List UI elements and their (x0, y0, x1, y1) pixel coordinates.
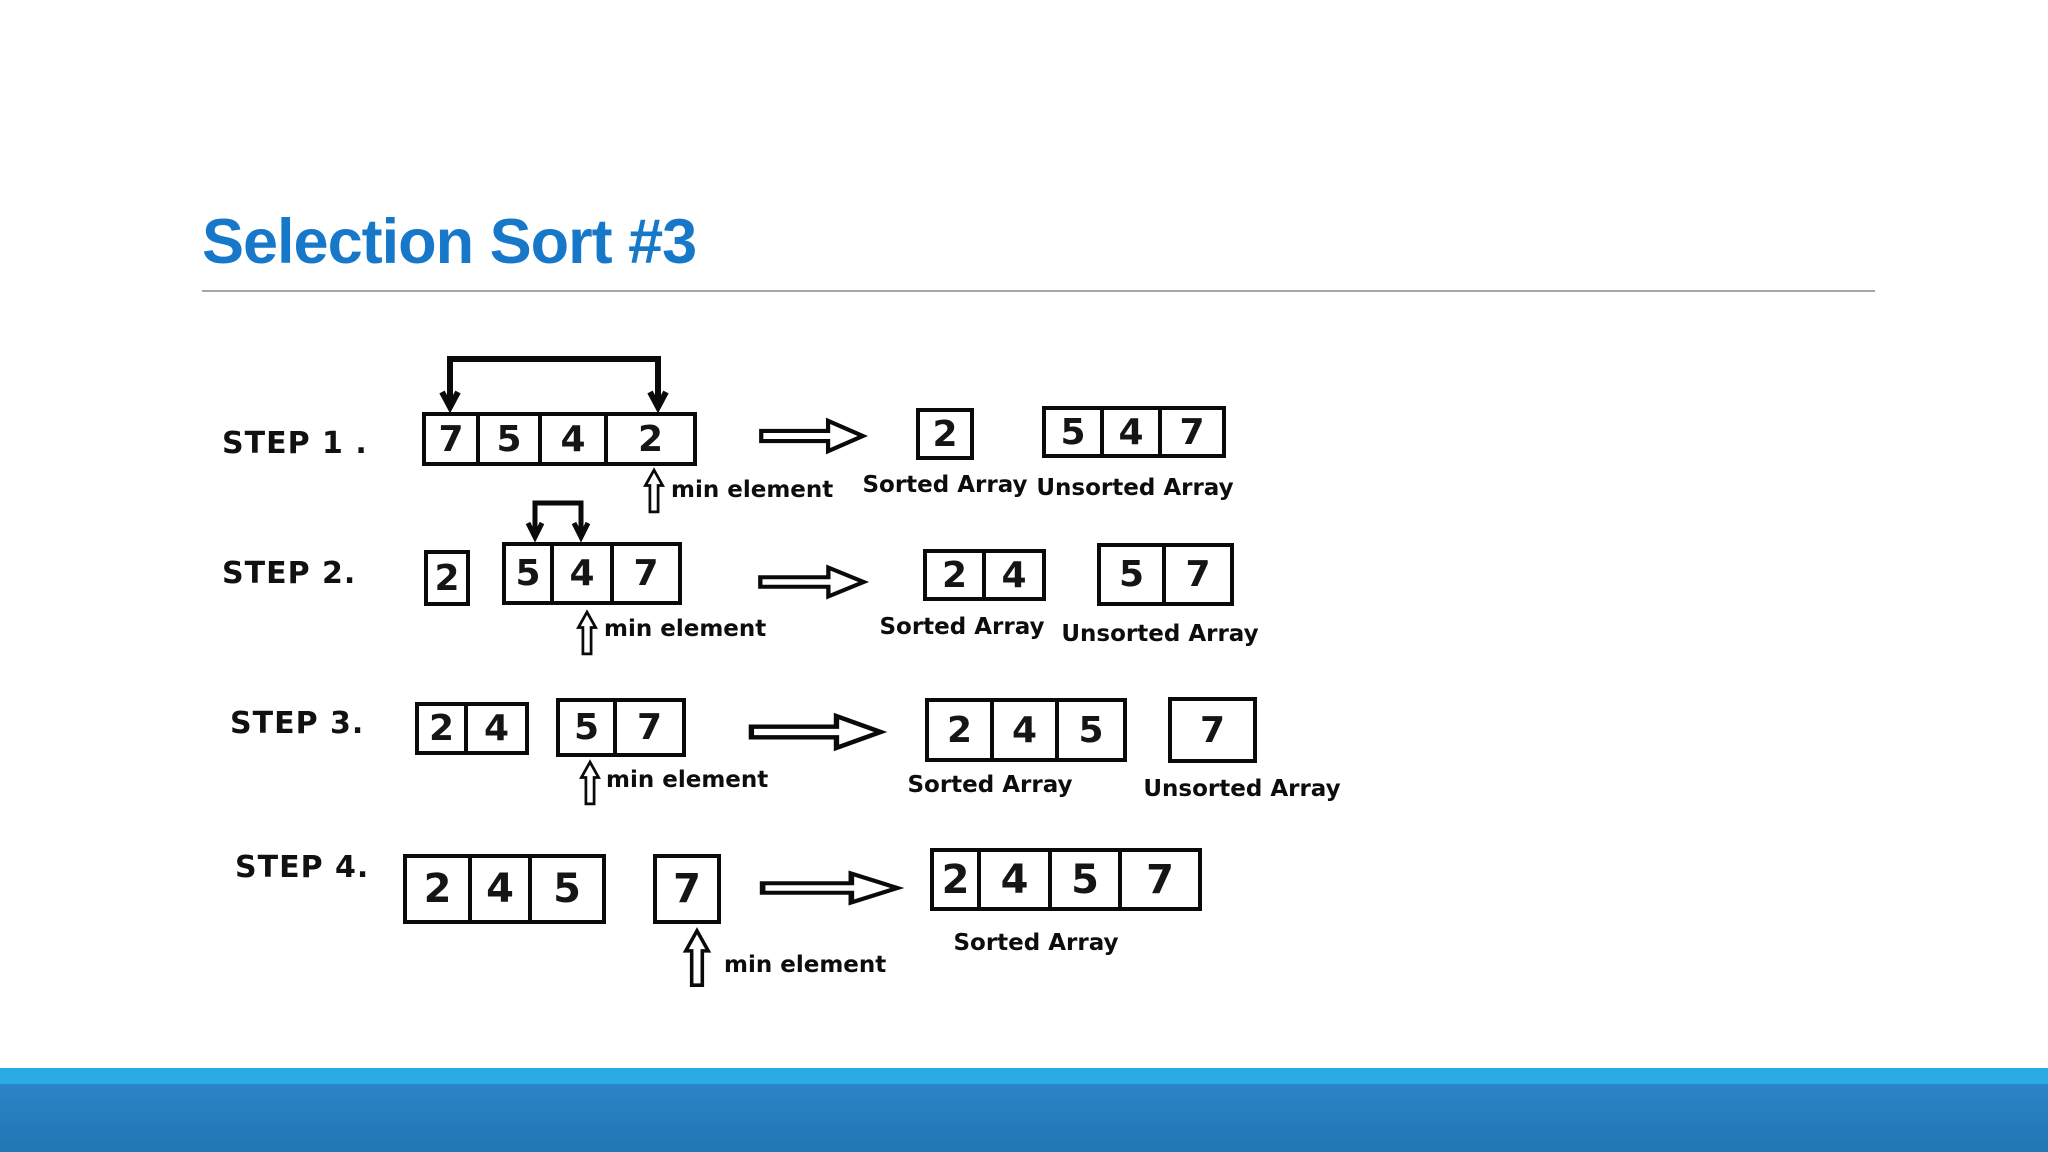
array-cell: 7 (1162, 543, 1234, 606)
swap-range-arrow-icon (439, 356, 669, 414)
array-cell: 2 (604, 412, 697, 466)
transform-arrow-icon (759, 870, 905, 906)
sorted-array-caption: Sorted Array (862, 472, 1028, 498)
sorted-array-caption: Sorted Array (907, 772, 1073, 798)
unsorted-array-caption: Unsorted Array (1061, 621, 1259, 647)
min-element-label: min element (724, 952, 887, 978)
sorted-array-caption: Sorted Array (879, 614, 1045, 640)
array-cell: 4 (468, 854, 532, 924)
step-3-sorted-array: 2 4 5 (925, 698, 1127, 762)
array-cell: 2 (923, 549, 986, 601)
step-2-sorted-array: 2 4 (923, 549, 1046, 601)
array-cell: 5 (528, 854, 606, 924)
min-element-arrow-icon (576, 609, 598, 656)
step-2-carry-array: 2 (424, 550, 470, 606)
footer-bar (0, 1084, 2048, 1152)
min-element-label: min element (604, 616, 767, 642)
step-1-label: STEP 1 . (222, 426, 368, 461)
array-cell: 4 (990, 698, 1059, 762)
array-cell: 2 (916, 408, 974, 460)
array-cell: 7 (610, 542, 682, 605)
step-3-input-array: 5 7 (556, 698, 686, 757)
array-cell: 5 (1042, 406, 1104, 458)
array-cell: 5 (502, 542, 554, 605)
array-cell: 5 (1097, 543, 1166, 606)
min-element-label: min element (671, 477, 834, 503)
step-4-input-array: 7 (653, 854, 721, 924)
step-1-sorted-array: 2 (916, 408, 974, 460)
step-4-sorted-array: 2 4 5 7 (930, 848, 1202, 911)
array-cell: 7 (1168, 697, 1257, 763)
array-cell: 5 (476, 412, 542, 466)
step-4-label: STEP 4. (235, 850, 370, 885)
array-cell: 4 (977, 848, 1052, 911)
array-cell: 2 (403, 854, 472, 924)
step-2-label: STEP 2. (222, 556, 357, 591)
array-cell: 7 (653, 854, 721, 924)
array-cell: 5 (556, 698, 617, 757)
array-cell: 7 (1118, 848, 1202, 911)
min-element-arrow-icon (579, 759, 601, 806)
array-cell: 4 (550, 542, 614, 605)
compare-arrow-icon (525, 500, 591, 543)
transform-arrow-icon (748, 712, 888, 752)
array-cell: 4 (538, 412, 608, 466)
step-3-label: STEP 3. (230, 706, 365, 741)
array-cell: 4 (1100, 406, 1162, 458)
min-element-arrow-icon (682, 927, 712, 987)
step-1-input-array: 7 5 4 2 (422, 412, 697, 466)
array-cell: 5 (1048, 848, 1122, 911)
transform-arrow-icon (759, 417, 869, 455)
step-3-unsorted-array: 7 (1168, 697, 1257, 763)
array-cell: 4 (982, 549, 1046, 601)
array-cell: 4 (464, 702, 529, 755)
min-element-label: min element (606, 767, 769, 793)
array-cell: 2 (925, 698, 994, 762)
step-1-unsorted-array: 5 4 7 (1042, 406, 1226, 458)
sorted-array-caption: Sorted Array (953, 930, 1119, 956)
array-cell: 7 (422, 412, 480, 466)
footer-accent-strip (0, 1068, 2048, 1084)
min-element-arrow-icon (643, 467, 665, 514)
array-cell: 2 (415, 702, 468, 755)
unsorted-array-caption: Unsorted Array (1143, 776, 1341, 802)
array-cell: 2 (930, 848, 981, 911)
array-cell: 5 (1055, 698, 1127, 762)
transform-arrow-icon (758, 564, 870, 600)
title-underline (202, 290, 1875, 292)
step-2-unsorted-array: 5 7 (1097, 543, 1234, 606)
page-title: Selection Sort #3 (202, 207, 697, 277)
unsorted-array-caption: Unsorted Array (1036, 475, 1234, 501)
step-3-carry-array: 2 4 (415, 702, 529, 755)
array-cell: 7 (1158, 406, 1226, 458)
array-cell: 7 (613, 698, 686, 757)
step-2-input-array: 5 4 7 (502, 542, 682, 605)
step-4-carry-array: 2 4 5 (403, 854, 606, 924)
array-cell: 2 (424, 550, 470, 606)
